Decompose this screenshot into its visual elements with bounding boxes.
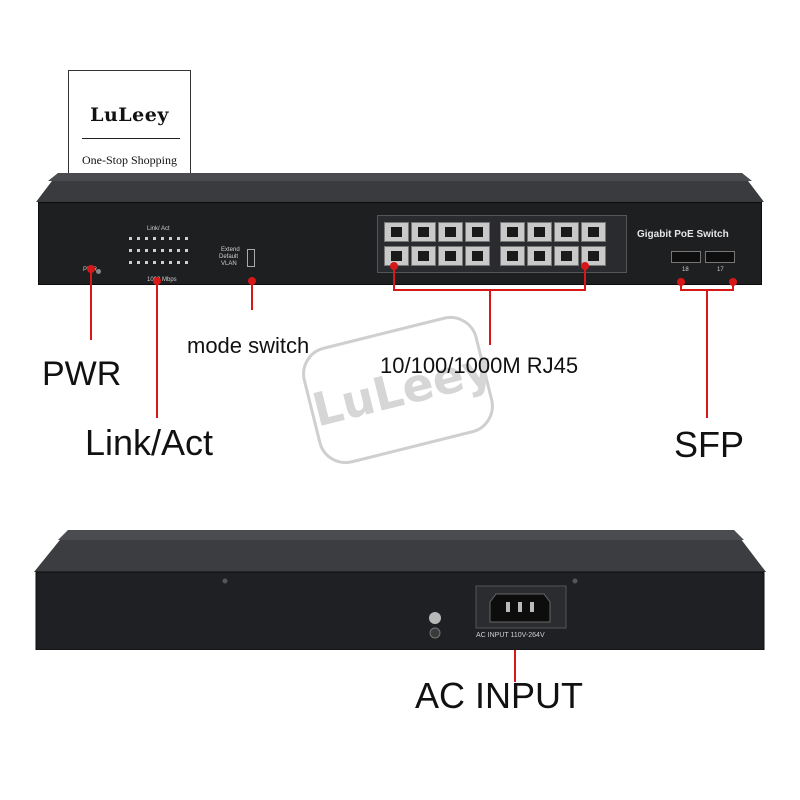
callout-ac-input: AC INPUT [415, 675, 584, 716]
device-model-title: Gigabit PoE Switch [637, 229, 729, 240]
rj45-port[interactable] [554, 222, 579, 242]
switch-back-panel [34, 530, 766, 650]
rj45-port[interactable] [581, 222, 606, 242]
mode-option-default: Default [219, 254, 239, 260]
callout-rj45: 10/100/1000M RJ45 [380, 353, 579, 378]
rj45-port[interactable] [411, 246, 436, 266]
sfp-port-number: 17 [717, 267, 724, 273]
pwr-led [96, 269, 101, 274]
callout-link-act: Link/Act [85, 422, 214, 463]
rj45-port[interactable] [527, 246, 552, 266]
rj45-port[interactable] [465, 246, 490, 266]
sfp-port-number: 18 [682, 267, 689, 273]
logo-divider [82, 138, 180, 139]
rj45-port[interactable] [384, 222, 409, 242]
front-device-top-panel [36, 173, 764, 202]
rj45-port[interactable] [438, 246, 463, 266]
led-grid [129, 237, 188, 264]
ac-inlet-label: AC INPUT 110V-264V [476, 632, 545, 639]
callout-sfp: SFP [674, 424, 745, 465]
rj45-port[interactable] [438, 222, 463, 242]
brand-name: LuLeey [90, 104, 169, 126]
rj45-port[interactable] [500, 222, 525, 242]
mode-switch-slider[interactable] [247, 249, 255, 267]
brand-tagline: One-Stop Shopping [81, 153, 177, 167]
sfp-port[interactable] [671, 251, 701, 263]
callout-mode-switch: mode switch [187, 333, 310, 358]
callout-pwr: PWR [42, 355, 122, 393]
rj45-port[interactable] [527, 222, 552, 242]
led-label-link-act: Link/ Act [147, 226, 170, 232]
rj45-port[interactable] [411, 222, 436, 242]
rj45-port[interactable] [500, 246, 525, 266]
sfp-port[interactable] [705, 251, 735, 263]
mode-option-vlan: VLAN [221, 261, 237, 267]
rj45-port[interactable] [554, 246, 579, 266]
rj45-port[interactable] [465, 222, 490, 242]
rj45-port[interactable] [581, 246, 606, 266]
led-label-1000mbps: 1000 Mbps [147, 277, 177, 283]
rj45-port[interactable] [384, 246, 409, 266]
mode-option-extend: Extend [221, 247, 240, 253]
